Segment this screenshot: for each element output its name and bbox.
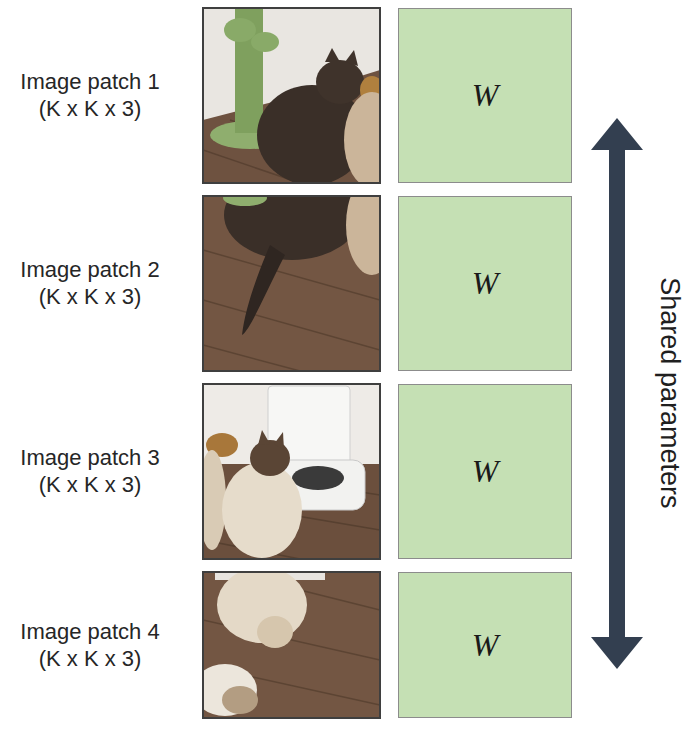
double-arrow bbox=[591, 118, 643, 669]
patch-label: Image patch 3 (K x K x 3) bbox=[10, 444, 170, 499]
weight-symbol: W bbox=[466, 71, 505, 120]
weight-box: W bbox=[398, 572, 572, 718]
weight-box: W bbox=[398, 8, 572, 183]
bracket-label: Shared parameters bbox=[653, 277, 687, 508]
weight-symbol: W bbox=[466, 447, 505, 496]
weight-box: W bbox=[398, 384, 572, 559]
weight-symbol: W bbox=[466, 259, 505, 308]
image-patch bbox=[203, 384, 380, 559]
patch-label: Image patch 1 (K x K x 3) bbox=[10, 68, 170, 123]
weight-symbol: W bbox=[466, 621, 505, 670]
weight-box: W bbox=[398, 196, 572, 371]
image-patch bbox=[203, 196, 380, 371]
patch-label: Image patch 2 (K x K x 3) bbox=[10, 256, 170, 311]
patch-label: Image patch 4 (K x K x 3) bbox=[10, 618, 170, 673]
image-patch bbox=[203, 572, 380, 718]
image-patch bbox=[203, 8, 380, 183]
